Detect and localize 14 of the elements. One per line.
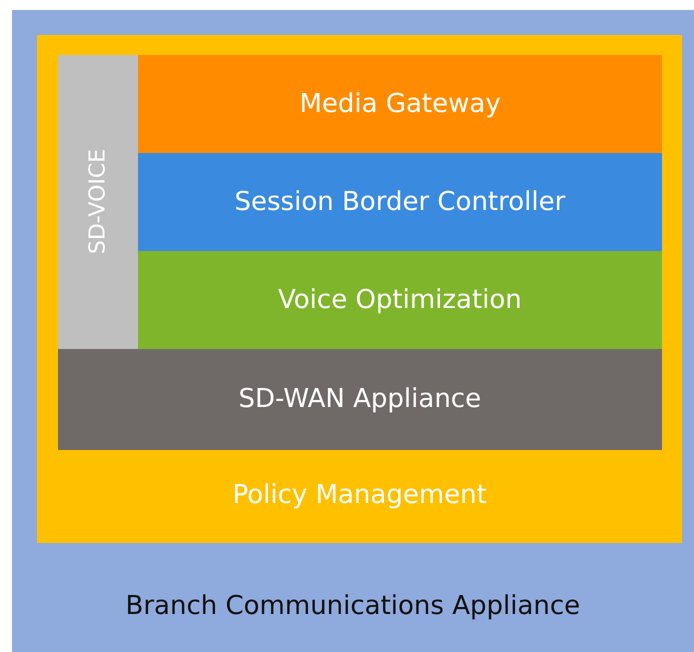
appliance-panel <box>12 10 694 652</box>
layer-label: Policy Management <box>232 479 487 512</box>
policy-layer <box>37 35 682 543</box>
panel-title: Branch Communications Appliance <box>126 590 580 623</box>
layer-label: SD-WAN Appliance <box>238 383 482 416</box>
layer-label: Session Border Controller <box>234 186 566 219</box>
controller-layer <box>138 153 662 251</box>
layer-label: Media Gateway <box>300 88 501 121</box>
optimization-layer <box>138 251 662 349</box>
gateway-layer <box>138 55 662 153</box>
bar-label: SD-VOICE <box>86 148 110 254</box>
layer-label: Voice Optimization <box>278 284 522 317</box>
wan-layer <box>58 349 662 450</box>
voice-side-bar <box>58 55 138 350</box>
